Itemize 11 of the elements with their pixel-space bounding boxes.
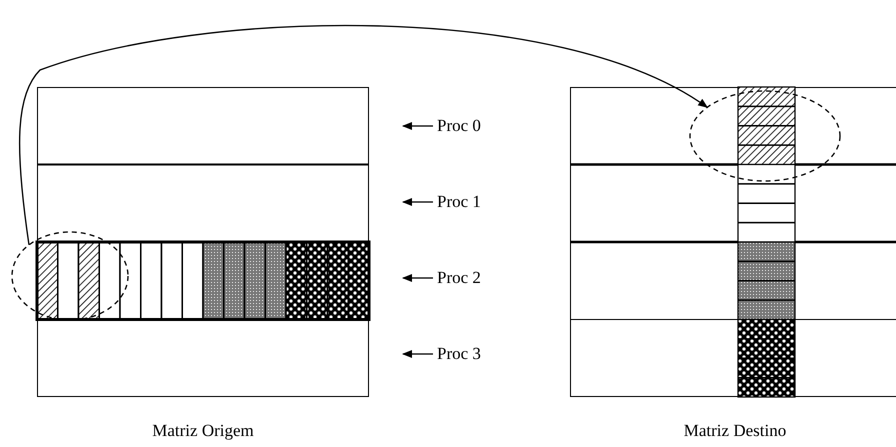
arrow: [402, 350, 433, 358]
process-label: Proc 3: [437, 344, 481, 364]
arrow: [402, 122, 433, 130]
process-label: Proc 2: [437, 268, 481, 288]
arrow: [402, 274, 433, 282]
arrow: [18, 25, 708, 245]
process-label: Proc 0: [437, 116, 481, 136]
arrow: [402, 198, 433, 206]
matrix-caption: Matriz Origem: [151, 421, 255, 441]
matrix-caption: Matriz Destino: [682, 421, 788, 441]
process-label: Proc 1: [437, 192, 481, 212]
